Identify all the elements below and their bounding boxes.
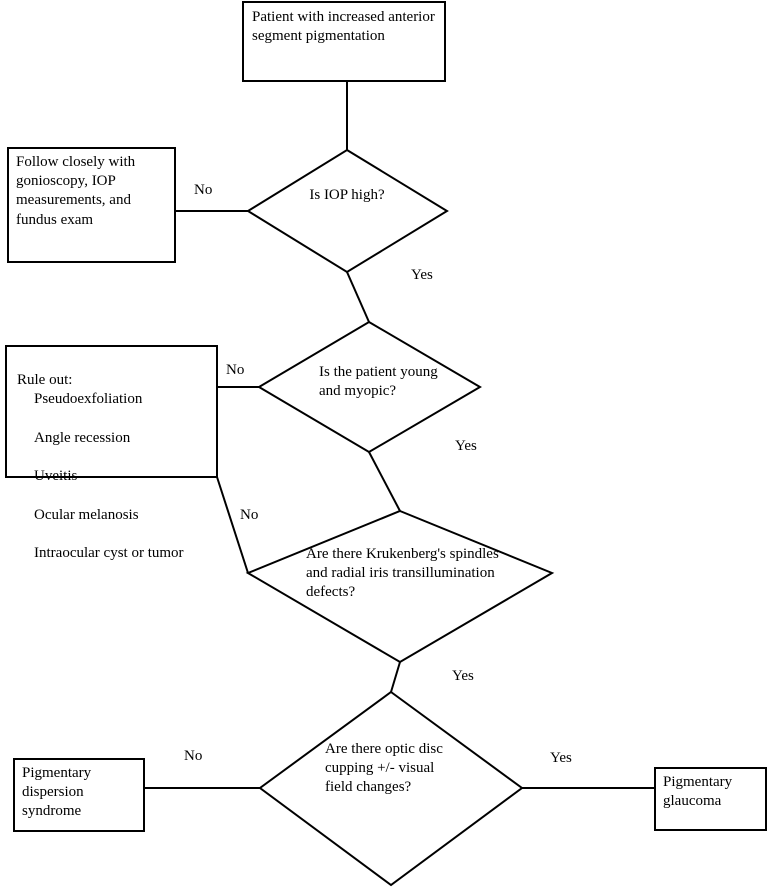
- rule-out-heading: Rule out:: [17, 372, 73, 389]
- edge-iop-yes-to-young-myopic: [346, 271, 370, 323]
- node-start-label: Patient with increased anterior segment …: [252, 9, 435, 45]
- edge-label-krukenberg-yes: Yes: [452, 668, 474, 684]
- node-optic-disc-label: Are there optic disc cupping +/- visual …: [325, 741, 443, 796]
- node-iop-decision-shape[interactable]: [246, 148, 449, 274]
- edge-label-iop-yes: Yes: [411, 267, 433, 283]
- node-pigmentary-dispersion-shape[interactable]: [13, 758, 145, 832]
- rule-out-item-1: Angle recession: [34, 429, 131, 446]
- edge-label-optic-yes: Yes: [550, 750, 572, 766]
- node-young-myopic-label: Is the patient young and myopic?: [319, 364, 438, 400]
- rule-out-item-3: Ocular melanosis: [34, 506, 139, 523]
- rule-out-item-4: Intraocular cyst or tumor: [34, 544, 184, 561]
- edge-label-krukenberg-no: No: [240, 507, 259, 523]
- edge-label-optic-no: No: [184, 748, 203, 764]
- node-pigmentary-glaucoma-label: Pigmentary glaucoma: [663, 774, 733, 810]
- edge-label-young-no: No: [226, 362, 245, 378]
- node-iop-decision-label: Is IOP high?: [309, 187, 385, 203]
- node-rule-out-shape[interactable]: [5, 345, 218, 478]
- node-krukenberg-label: Are there Krukenberg's spindles and radi…: [306, 546, 499, 601]
- edge-label-young-yes: Yes: [455, 438, 477, 454]
- node-optic-disc-shape[interactable]: [258, 690, 524, 887]
- edge-young-yes-to-krukenberg: [368, 451, 401, 512]
- node-follow-closely-label: Follow closely with gonioscopy, IOP meas…: [16, 154, 136, 228]
- node-follow-closely-shape[interactable]: [7, 147, 176, 263]
- edge-rule-out-to-krukenberg-no: [216, 476, 249, 574]
- node-start-shape[interactable]: [242, 1, 446, 82]
- node-pigmentary-glaucoma-shape[interactable]: [654, 767, 767, 831]
- edge-label-iop-no: No: [194, 182, 213, 198]
- node-pigmentary-dispersion-label: Pigmentary dispersion syndrome: [22, 765, 92, 820]
- rule-out-item-2: Uveitis: [34, 468, 78, 485]
- edge-krukenberg-yes-to-optic-disc: [390, 661, 401, 693]
- rule-out-item-0: Pseudoexfoliation: [34, 391, 143, 408]
- node-rule-out-label: Rule out: Pseudoexfoliation Angle recess…: [17, 352, 213, 582]
